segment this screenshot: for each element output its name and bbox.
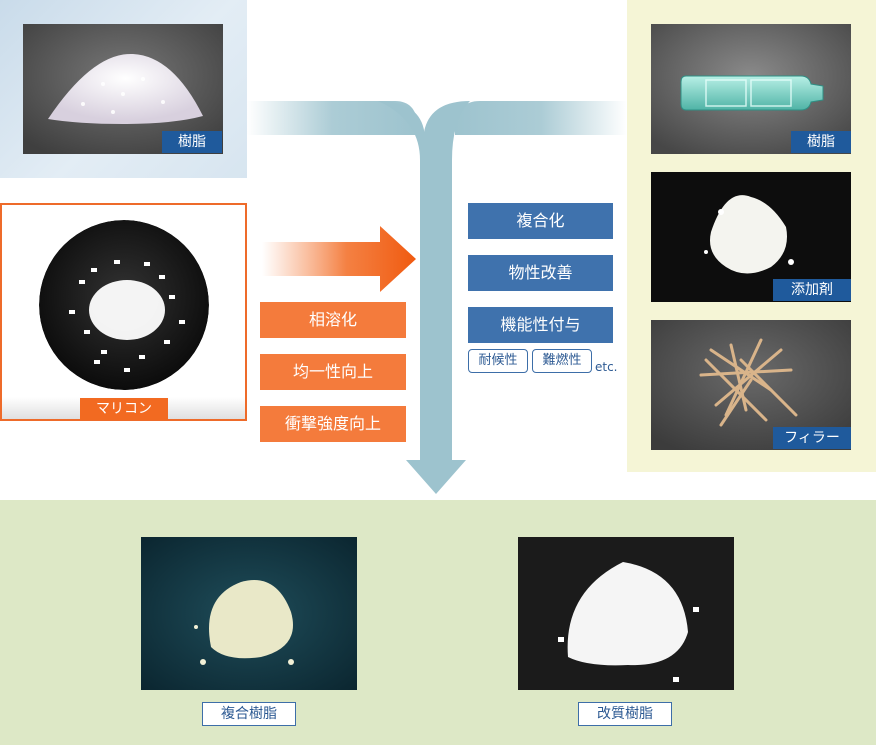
effect-property-improvement: 物性改善	[468, 255, 613, 291]
maricon-pellets-photo	[39, 220, 209, 390]
flow-pipe-left	[247, 101, 418, 135]
composite-resin-photo	[141, 537, 357, 690]
maricon-pellets-icon	[39, 220, 209, 390]
output-modified-resin: 改質樹脂	[578, 702, 672, 726]
filler-tag: フィラー	[773, 427, 851, 449]
example-weather-resistance: 耐候性	[468, 349, 528, 373]
modified-resin-photo	[518, 537, 734, 690]
modified-resin-icon	[518, 537, 734, 690]
effect-compounding: 複合化	[468, 203, 613, 239]
effect-compatibilization: 相溶化	[260, 302, 406, 338]
resin-tag-left: 樹脂	[162, 131, 222, 153]
flow-pipe-trunk	[378, 101, 470, 494]
output-composite-resin: 複合樹脂	[202, 702, 296, 726]
composite-resin-icon	[141, 537, 357, 690]
maricon-box: マリコン	[0, 203, 247, 421]
resin-tag-right: 樹脂	[791, 131, 851, 153]
examples-etc: etc.	[595, 360, 618, 374]
effect-uniformity: 均一性向上	[260, 354, 406, 390]
effect-impact-strength: 衝撃強度向上	[260, 406, 406, 442]
maricon-tag: マリコン	[80, 398, 168, 420]
flow-pipe-right	[455, 101, 627, 135]
example-flame-retardant: 難燃性	[532, 349, 592, 373]
additive-tag: 添加剤	[773, 279, 851, 301]
effect-functionality: 機能性付与	[468, 307, 613, 343]
maricon-arrow	[262, 226, 416, 292]
